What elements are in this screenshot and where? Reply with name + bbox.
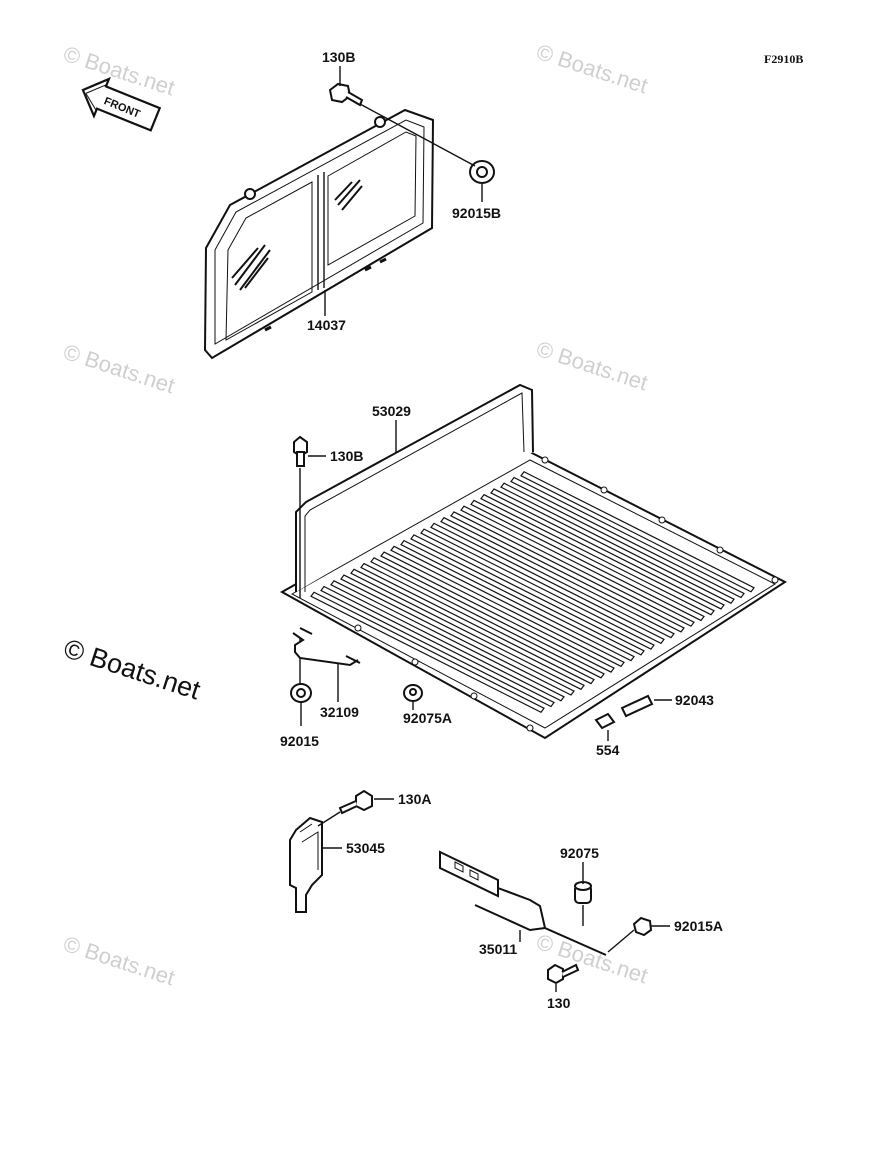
bed-slat bbox=[350, 568, 585, 691]
bed-slat bbox=[390, 545, 625, 668]
label-14037: 14037 bbox=[307, 317, 346, 333]
diagram-code: F2910B bbox=[764, 52, 803, 66]
pin-92043-icon bbox=[620, 694, 654, 718]
watermark: © Boats.net bbox=[533, 39, 650, 98]
cargo-bed-53029 bbox=[279, 383, 787, 740]
bolt-130-icon bbox=[547, 963, 580, 985]
label-92075a: 92075A bbox=[403, 710, 452, 726]
bolt-130b-top-icon bbox=[328, 82, 364, 107]
label-92075: 92075 bbox=[560, 845, 599, 861]
bed-slat bbox=[320, 585, 555, 708]
bed-slat bbox=[430, 522, 665, 645]
bed-slat bbox=[460, 505, 695, 627]
bolt-130b-mid-icon bbox=[293, 435, 308, 467]
latch-53045-icon bbox=[289, 816, 323, 913]
bracket-32109-icon bbox=[292, 627, 361, 667]
watermark: © Boats.net bbox=[533, 336, 650, 395]
bed-slat bbox=[400, 539, 635, 662]
watermark: © Boats.net bbox=[60, 931, 177, 990]
label-130b-mid: 130B bbox=[330, 448, 363, 464]
label-92015: 92015 bbox=[280, 733, 319, 749]
label-130a: 130A bbox=[398, 791, 431, 807]
bed-slat bbox=[360, 562, 595, 685]
label-92043: 92043 bbox=[675, 692, 714, 708]
bed-slat bbox=[450, 511, 685, 633]
bed-slat bbox=[370, 557, 605, 679]
label-92015b: 92015B bbox=[452, 205, 501, 221]
bed-slat bbox=[420, 528, 655, 650]
bed-slat bbox=[470, 499, 705, 622]
bed-slat bbox=[380, 551, 615, 673]
bed-slat bbox=[480, 493, 715, 616]
cap-92075-icon bbox=[574, 881, 592, 904]
bed-slat bbox=[330, 580, 565, 702]
lever-35011-icon bbox=[439, 850, 607, 956]
front-arrow-icon: FRONT bbox=[81, 76, 162, 132]
bed-slat bbox=[410, 534, 645, 656]
label-53045: 53045 bbox=[346, 840, 385, 856]
bolt-130a-icon bbox=[338, 789, 373, 815]
panel-14037 bbox=[203, 108, 435, 360]
label-53029: 53029 bbox=[372, 403, 411, 419]
leader-lines bbox=[300, 66, 672, 992]
nut-92015b-icon bbox=[469, 160, 495, 184]
bed-slat bbox=[510, 476, 745, 599]
bed-slat bbox=[500, 482, 735, 604]
part-labels: 130B 92015B 14037 53029 130B 32109 92015… bbox=[280, 49, 723, 1011]
label-130b-top: 130B bbox=[322, 49, 355, 65]
clip-554-icon bbox=[594, 712, 616, 730]
watermark-large: © Boats.net bbox=[60, 633, 204, 705]
label-554: 554 bbox=[596, 742, 620, 758]
label-35011: 35011 bbox=[479, 941, 517, 957]
label-130: 130 bbox=[547, 995, 571, 1011]
bed-slat bbox=[440, 516, 675, 639]
bed-slat bbox=[490, 488, 725, 610]
bed-slat bbox=[520, 470, 755, 593]
label-32109: 32109 bbox=[320, 704, 359, 720]
watermark: © Boats.net bbox=[60, 339, 177, 398]
nut-92075a-icon bbox=[403, 684, 423, 702]
label-92015a: 92015A bbox=[674, 918, 723, 934]
nut-92015a-icon bbox=[632, 916, 653, 937]
bed-slat bbox=[310, 591, 545, 714]
nut-92015-icon bbox=[290, 683, 312, 703]
bed-slats bbox=[310, 470, 755, 714]
bed-slat bbox=[340, 574, 575, 696]
